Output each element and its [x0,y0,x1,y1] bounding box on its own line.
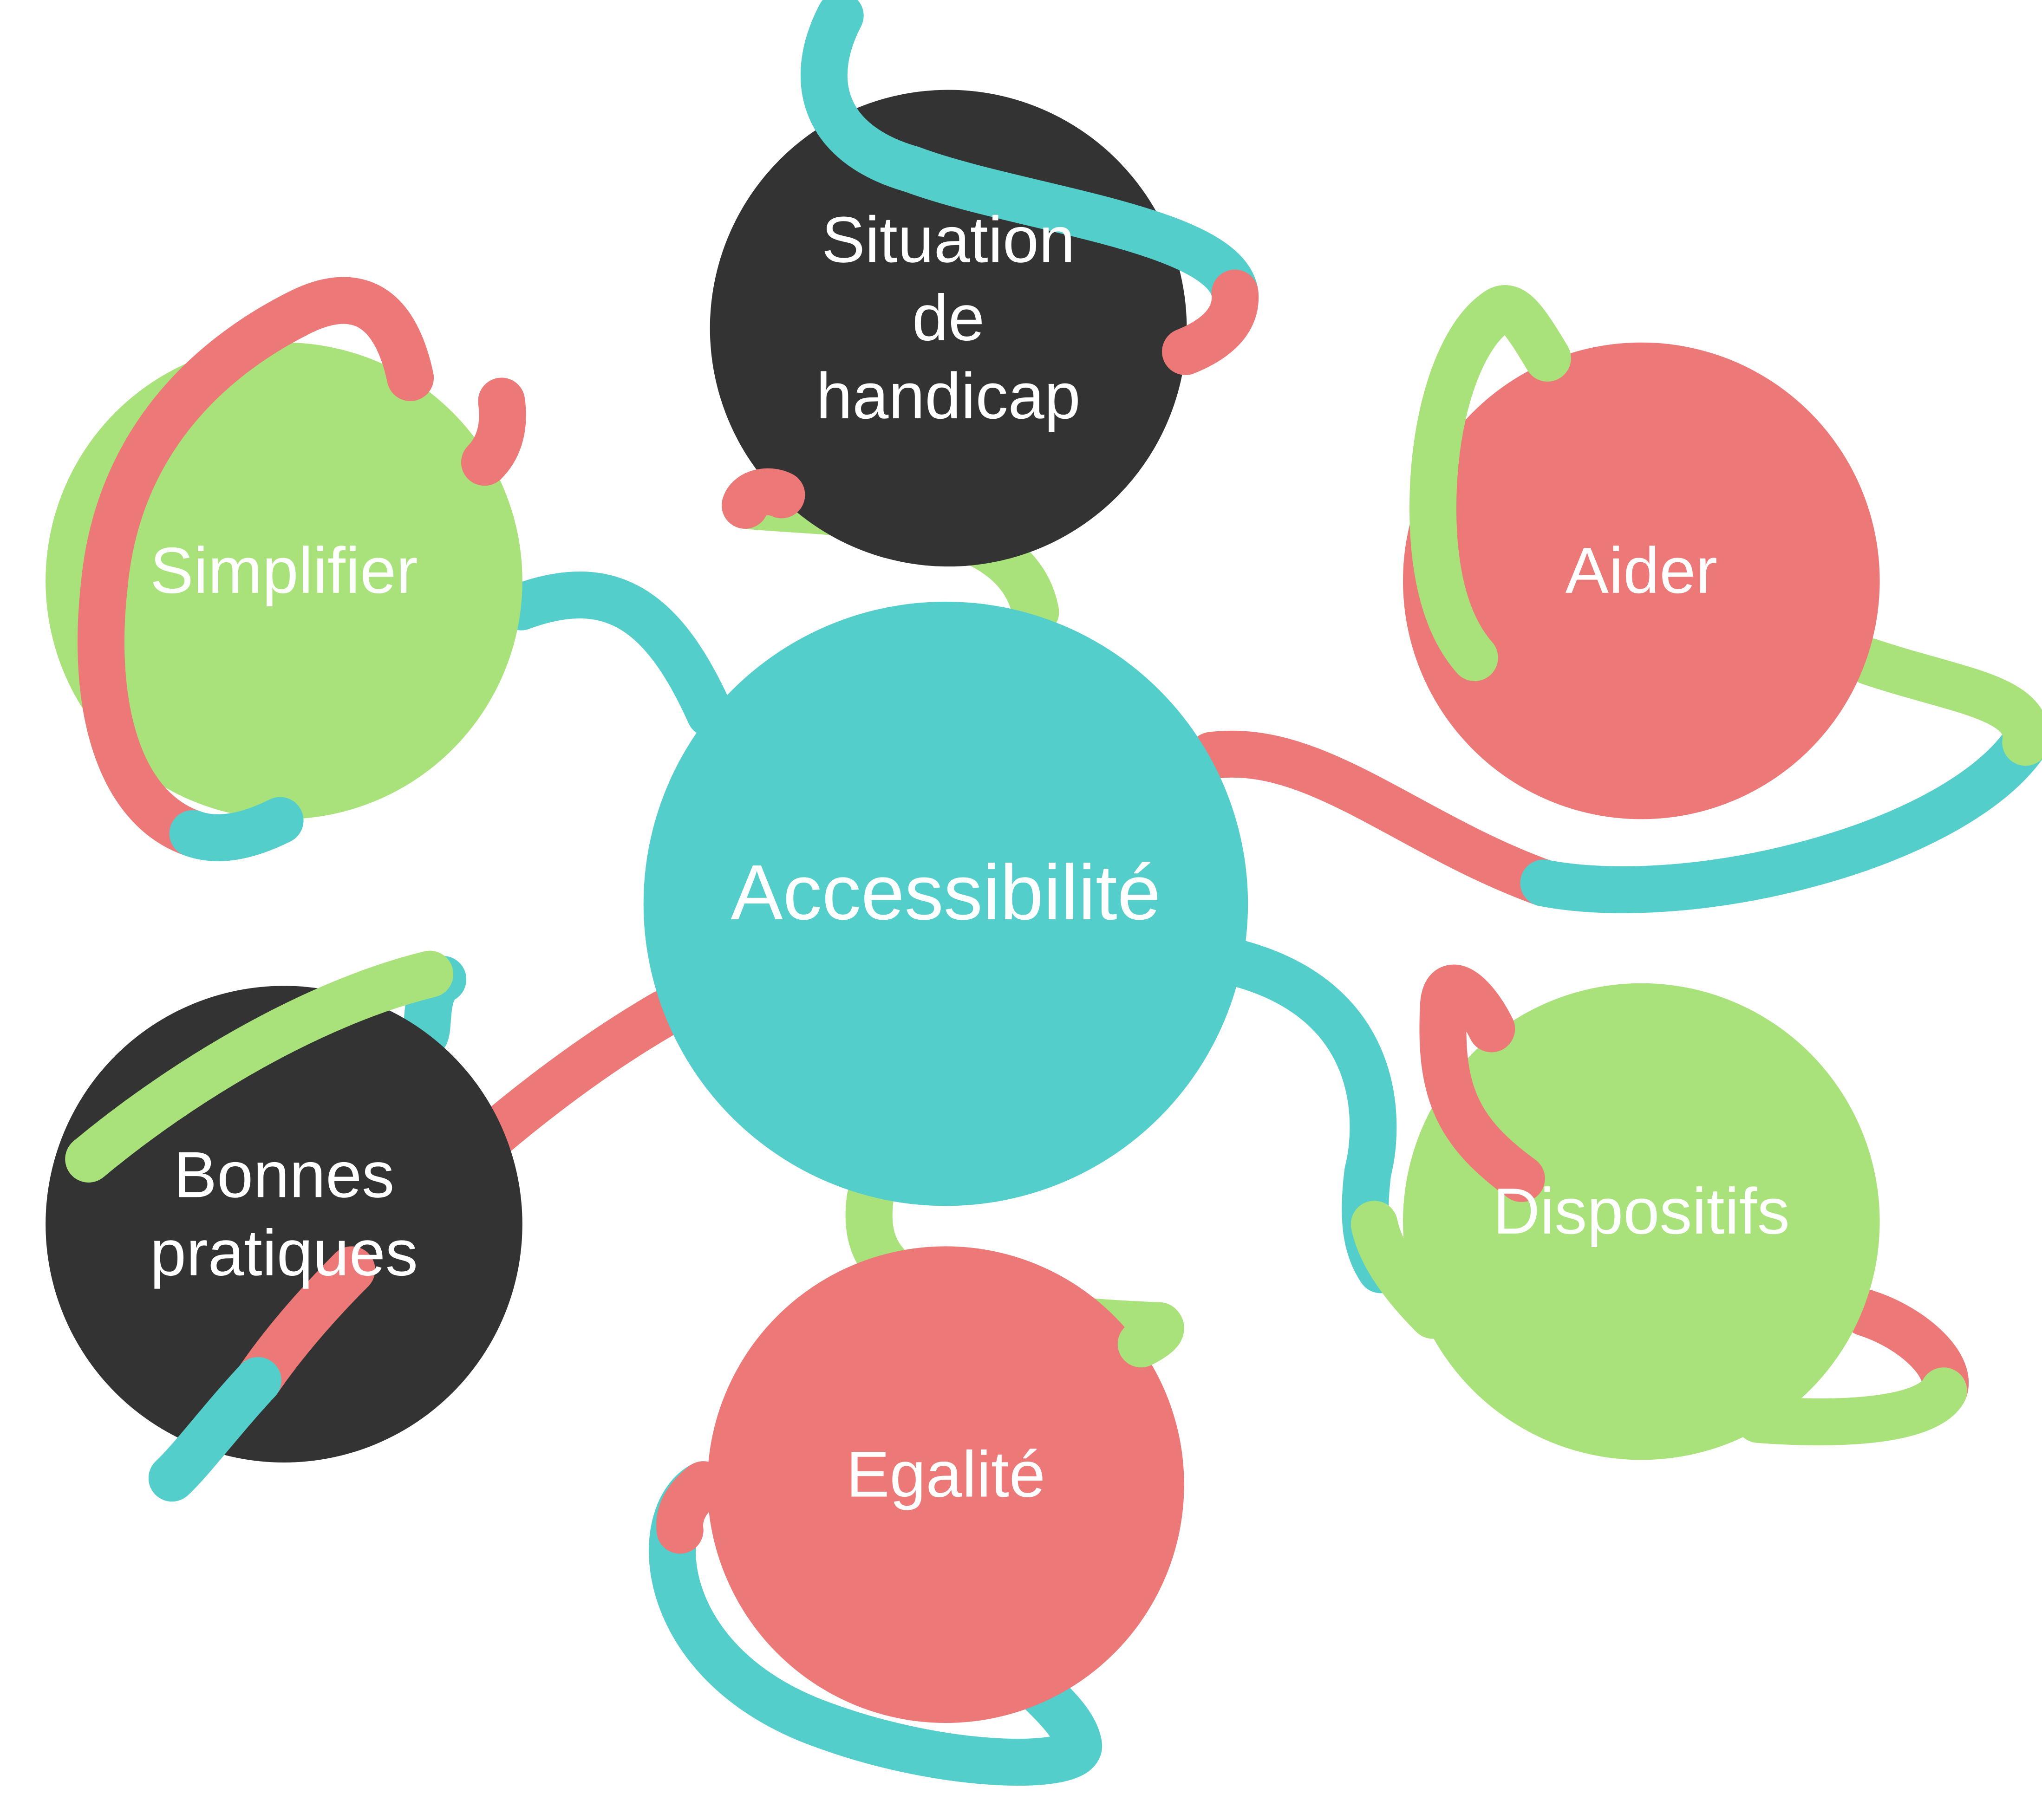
loop-bonnes-pratiques-green [65,950,454,1183]
label-egalite: Egalité [846,1438,1045,1511]
loop-simplifier-coral [78,277,434,857]
connector-aider-loop-green [1846,638,2042,766]
nodes [46,90,1880,1723]
loop-egalite-coral [656,1461,727,1554]
node-dispositifs [1403,983,1880,1460]
connector-aider-loop-teal [1520,719,2042,913]
loop-situation-coral-tail [721,468,805,529]
label-dispositifs: Dispositifs [1493,1175,1790,1248]
label-bonnes-pratiques-line-1: Bonnes [174,1138,395,1211]
label-simplifier: Simplifier [150,534,418,607]
loop-egalite-green-tail [1117,1302,1184,1368]
label-bonnes-pratiques-line-2: pratiques [150,1216,418,1289]
loop-simplifier-coral-tail [461,377,526,486]
connector-egalite-loop [649,1461,1103,1786]
connector-center-simplifier [497,571,734,737]
label-aider: Aider [1566,534,1717,607]
loop-simplifier-teal [169,797,304,861]
label-situation-de-handicap-line-3: handicap [816,359,1080,432]
node-egalite [707,1246,1184,1723]
loop-bonnes-pratiques-teal [148,1357,281,1502]
connectors-front [65,0,1571,1554]
loop-aider-green [1409,285,1571,682]
connector-dispositifs-loop-green [1735,1367,1967,1445]
labels: Accessibilité SituationdehandicapSimplifi… [150,203,1790,1510]
loop-dispositifs-coral [1419,964,1545,1202]
node-aider [1403,342,1880,819]
loop-situation-coral [1162,269,1259,375]
loop-situation-teal [800,0,1259,317]
label-accessibilite: Accessibilité [731,849,1161,936]
connector-center-aider-coral [1188,730,1567,907]
node-accessibilite [643,601,1248,1206]
loop-dispositifs-green [1350,1201,1456,1339]
label-situation-de-handicap-line-2: de [912,281,985,354]
label-situation-de-handicap-line-1: Situation [822,203,1075,276]
